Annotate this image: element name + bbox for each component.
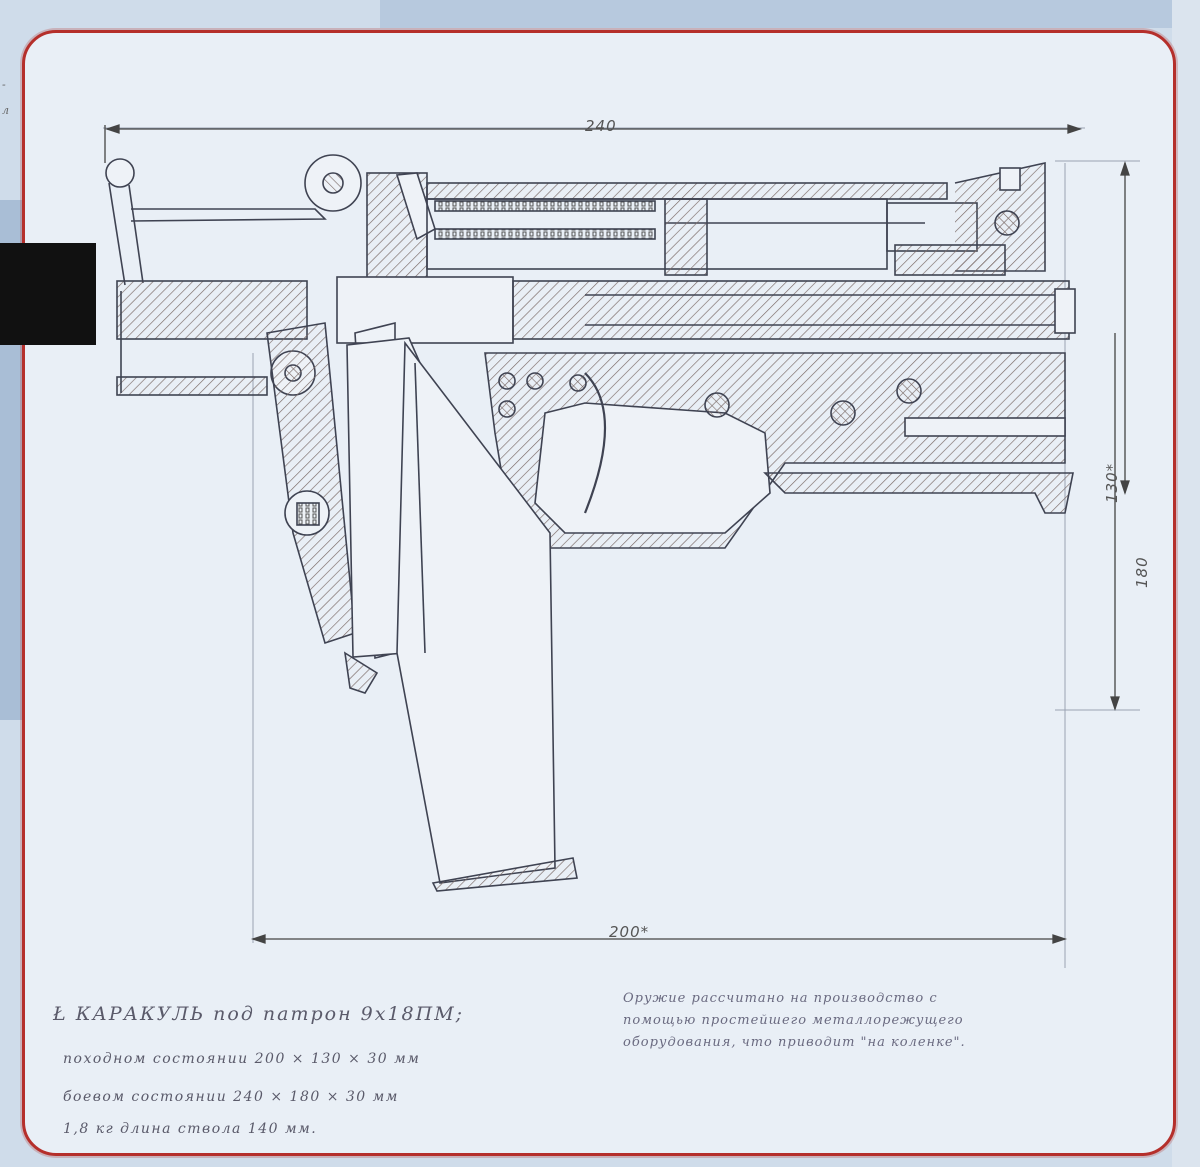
caption-line: 1,8 кг длина ствола 140 мм. — [63, 1121, 318, 1137]
hammer-assembly — [266, 321, 396, 694]
caption-title: Ł КАРАКУЛЬ под патрон 9х18ПМ; — [53, 1003, 465, 1025]
dimension-height-folded: 130* — [1103, 462, 1121, 503]
caption-line: боевом состоянии 240 × 180 × 30 мм — [63, 1089, 399, 1105]
side-margin-text: - л — [2, 72, 9, 124]
pistol-drawing — [103, 124, 1140, 968]
caption-line: походном состоянии 200 × 130 × 30 мм — [63, 1051, 421, 1067]
note-line: оборудования, что приводит "на коленке". — [623, 1035, 966, 1050]
background-top-band — [380, 0, 1200, 28]
note-line: Оружие рассчитано на производство с — [623, 991, 938, 1006]
folding-stock — [105, 158, 327, 396]
magazine — [346, 337, 578, 892]
dimension-lines — [104, 124, 1130, 944]
side-text-line: - — [2, 78, 6, 91]
barrel — [336, 276, 1076, 344]
background-right-stripe — [1172, 0, 1200, 1167]
dimension-height-unfolded: 180 — [1133, 556, 1151, 588]
side-text-line: л — [2, 104, 10, 117]
page-edge-tab — [0, 243, 96, 345]
dimension-overall-length: 240 — [585, 117, 617, 135]
drawing-sheet: 240 200* 130* 180 Ł КАРАКУЛЬ под патрон … — [22, 30, 1176, 1156]
receiver-top — [304, 154, 1046, 284]
dimension-base-length: 200* — [609, 923, 650, 941]
note-line: помощью простейшего металлорежущего — [623, 1013, 964, 1028]
frame-lower — [484, 352, 1074, 549]
